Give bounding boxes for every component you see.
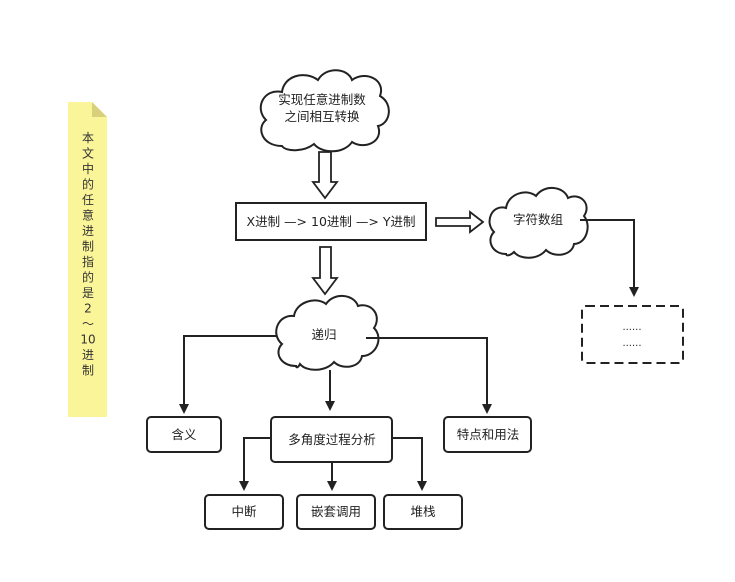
note-line: 文 bbox=[82, 146, 94, 161]
hollow-arrow-right bbox=[435, 210, 485, 234]
stack-box: 堆栈 bbox=[383, 494, 463, 530]
dots-line-1: ...... bbox=[622, 322, 641, 333]
conversion-label: X进制 —> 10进制 —> Y进制 bbox=[247, 214, 416, 229]
note-line: 指 bbox=[82, 254, 94, 269]
features-box: 特点和用法 bbox=[443, 416, 532, 453]
stack-label: 堆栈 bbox=[410, 504, 435, 519]
note-line: 中 bbox=[82, 161, 94, 176]
cloud-recursion: 递归 bbox=[275, 295, 380, 371]
note-line: 进 bbox=[82, 348, 94, 362]
note-line: 进 bbox=[82, 224, 94, 238]
interrupt-label: 中断 bbox=[231, 504, 256, 519]
note-line: 制 bbox=[82, 240, 94, 254]
note-line: 任 bbox=[82, 193, 94, 207]
meaning-label: 含义 bbox=[171, 427, 197, 442]
multi-angle-label: 多角度过程分析 bbox=[288, 432, 376, 447]
nested-call-box: 嵌套调用 bbox=[296, 494, 376, 530]
hollow-arrow-down-1 bbox=[311, 151, 339, 200]
connector-multi-angle-to-stack bbox=[392, 437, 427, 491]
cloud-char-array: 字符数组 bbox=[488, 187, 589, 259]
cloud-top-line-1: 实现任意进制数 bbox=[278, 92, 366, 107]
connector-recursion-to-features bbox=[366, 337, 492, 414]
note-line: 本 bbox=[82, 131, 94, 145]
note-line: 的 bbox=[82, 270, 94, 285]
interrupt-box: 中断 bbox=[204, 494, 284, 530]
dashed-box: ...... ...... bbox=[581, 305, 684, 364]
connector-char-array-to-dots bbox=[580, 219, 639, 297]
connector-recursion-to-meaning bbox=[179, 335, 276, 414]
note-line: 2 bbox=[84, 302, 92, 316]
nested-call-label: 嵌套调用 bbox=[311, 504, 361, 519]
note-line: 的 bbox=[82, 177, 94, 192]
multi-angle-box: 多角度过程分析 bbox=[270, 416, 393, 463]
cloud-top-goal: 实现任意进制数 之间相互转换 bbox=[259, 69, 390, 153]
hollow-arrow-down-2 bbox=[311, 246, 339, 296]
dots-line-2: ...... bbox=[622, 338, 641, 349]
cloud-top-line-2: 之间相互转换 bbox=[284, 109, 360, 124]
note-line: 制 bbox=[82, 364, 94, 378]
char-array-label: 字符数组 bbox=[513, 212, 563, 227]
note-line: 是 bbox=[82, 286, 94, 300]
features-label: 特点和用法 bbox=[457, 427, 520, 442]
connector-multi-angle-to-interrupt bbox=[239, 437, 271, 491]
meaning-box: 含义 bbox=[146, 416, 222, 453]
note-line: 10 bbox=[80, 333, 95, 347]
recursion-label: 递归 bbox=[311, 327, 336, 342]
conversion-box: X进制 —> 10进制 —> Y进制 bbox=[235, 202, 427, 241]
note-line: ～ bbox=[82, 317, 94, 331]
note-line: 意 bbox=[82, 208, 94, 223]
